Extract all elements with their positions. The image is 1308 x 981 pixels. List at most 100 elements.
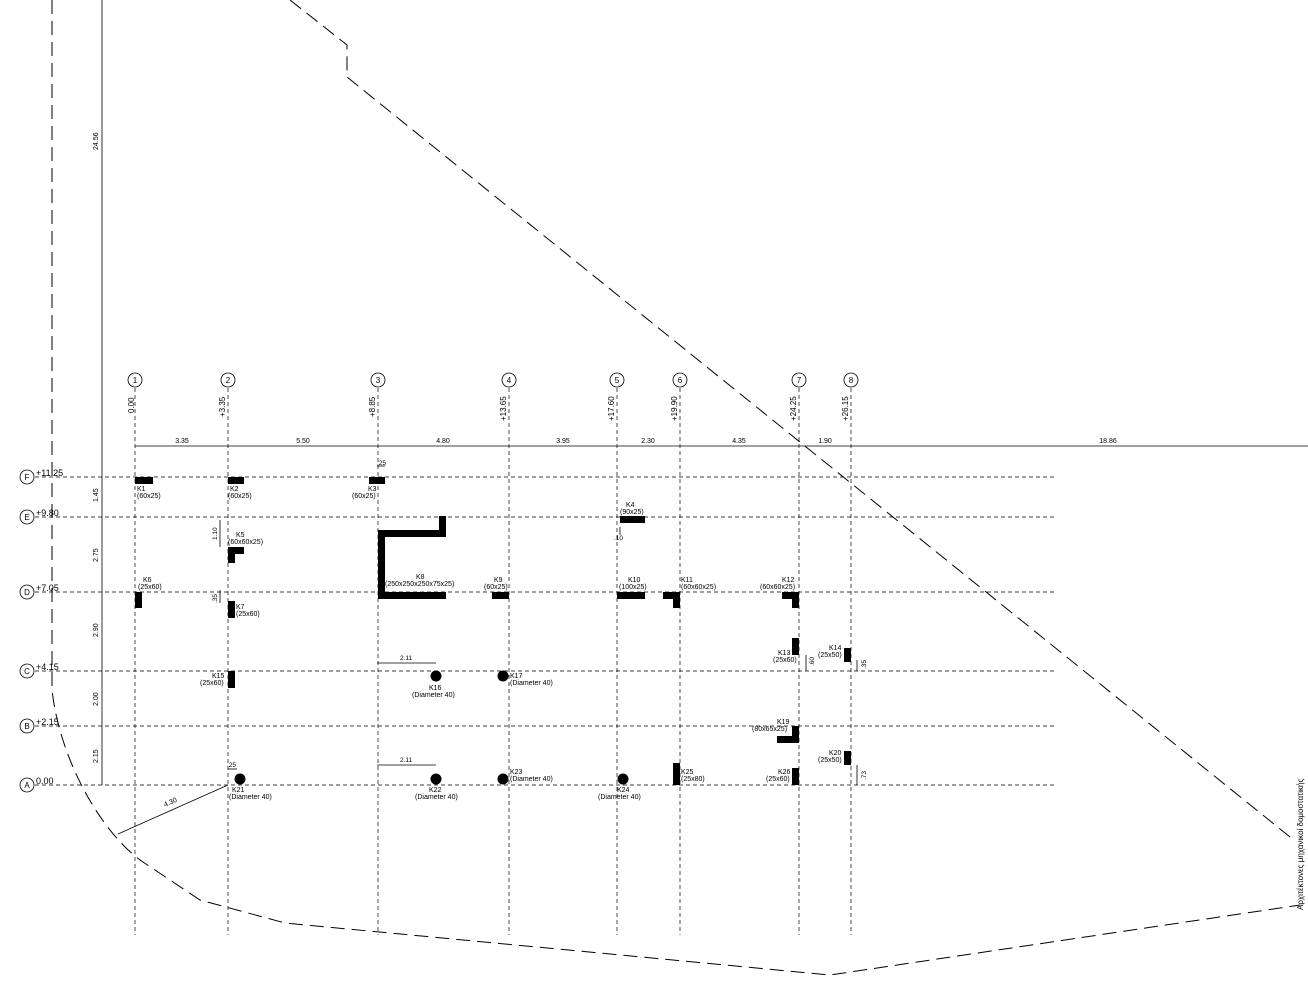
dim-k21: .25 xyxy=(227,762,236,769)
dim-k7: .35 xyxy=(212,594,219,603)
column-k16-name: K16 xyxy=(429,685,442,692)
column-k22-name: K22 xyxy=(429,787,442,794)
axis-level-B: +2.15 xyxy=(36,717,59,727)
axis-level-3: +8.85 xyxy=(368,396,377,417)
column-k25-name: K25 xyxy=(681,769,694,776)
column-k12-name: K12 xyxy=(782,577,795,584)
column-k8 xyxy=(378,516,446,599)
column-k10-size: (100x25) xyxy=(619,584,647,591)
overall-dimension: 24.56 xyxy=(93,0,103,785)
column-k8-size: (250x250x250x75x25) xyxy=(385,581,454,588)
dim-k14: .35 xyxy=(861,660,868,669)
column-k23-size: (Diameter 40) xyxy=(510,776,553,783)
side-note: Αρχιτέκτονες μηχανικοί δομοστατικής xyxy=(1296,779,1305,910)
axis-level-E: +9.80 xyxy=(36,508,59,518)
dim-4-5: 3.95 xyxy=(556,438,570,445)
axis-bubble-8: 8 xyxy=(849,376,854,385)
column-k22 xyxy=(430,773,442,785)
column-k7-name: K7 xyxy=(236,604,245,611)
vertical-axis-markers: 1 0.00 2 +3.35 3 +8.85 4 +13.65 5 +17.60… xyxy=(127,372,859,421)
column-k3 xyxy=(369,477,385,484)
axis-level-7: +24.25 xyxy=(789,396,798,421)
column-k3-size: (60x25) xyxy=(352,493,376,500)
column-k9-size: (60x25) xyxy=(484,584,508,591)
dim-k16: 2.11 xyxy=(400,655,413,662)
column-k14 xyxy=(844,648,851,662)
axis-bubble-7: 7 xyxy=(797,376,802,385)
axis-level-8: +26.15 xyxy=(841,396,850,421)
column-k17 xyxy=(497,670,509,682)
axis-bubble-1: 1 xyxy=(133,376,138,385)
column-k16 xyxy=(430,670,442,682)
dim-E-D: 2.75 xyxy=(93,548,100,562)
column-k19-name: K19 xyxy=(777,719,790,726)
column-k20-name: K20 xyxy=(829,750,842,757)
column-k13-size: (25x60) xyxy=(773,657,797,664)
axis-level-F: +11.25 xyxy=(36,468,63,478)
dim-6-7: 4.35 xyxy=(732,438,746,445)
column-k9 xyxy=(492,592,509,599)
column-k4 xyxy=(620,516,645,523)
axis-bubble-C: C xyxy=(24,667,30,676)
column-k8-name: K8 xyxy=(416,574,425,581)
column-k4-name: K4 xyxy=(626,502,635,509)
dim-k20: .73 xyxy=(861,771,868,780)
dim-k3: .25 xyxy=(377,460,386,467)
column-k2-size: (60x25) xyxy=(228,493,252,500)
axis-level-6: +19.90 xyxy=(670,396,679,421)
column-k7-size: (25x60) xyxy=(236,611,260,618)
dim-B-A: 2.15 xyxy=(93,749,100,763)
dim-1-2: 3.35 xyxy=(175,438,189,445)
axis-level-2: +3.35 xyxy=(218,396,227,417)
axis-bubble-F: F xyxy=(25,473,30,482)
column-k13-name: K13 xyxy=(778,650,791,657)
dim-D-C: 2.90 xyxy=(93,623,100,637)
axis-bubble-2: 2 xyxy=(226,376,231,385)
column-k17-size: (Diameter 40) xyxy=(510,680,553,687)
axis-bubble-4: 4 xyxy=(507,376,512,385)
column-k20 xyxy=(844,751,851,765)
column-k19-size: (80x65x25) xyxy=(752,726,787,733)
column-k25 xyxy=(673,763,680,785)
column-k21-size: (Diameter 40) xyxy=(229,794,272,801)
column-k11-size: (60x60x25) xyxy=(681,584,716,591)
column-k26 xyxy=(792,768,799,785)
column-k19 xyxy=(777,726,799,743)
dim-corner: 4.30 xyxy=(163,797,178,809)
dim-k4: .10 xyxy=(614,535,623,542)
column-k1 xyxy=(135,477,153,484)
column-k6 xyxy=(135,592,142,608)
axis-bubble-6: 6 xyxy=(678,376,683,385)
axis-level-A: 0.00 xyxy=(36,776,54,786)
column-k2 xyxy=(228,477,244,484)
axis-level-C: +4.15 xyxy=(36,662,59,672)
column-k20-size: (25x50) xyxy=(818,757,842,764)
column-k6-size: (25x60) xyxy=(138,584,162,591)
column-k5-name: K5 xyxy=(236,532,245,539)
local-dimensions: .25 1.10 .10 .35 2.11 2.11 .60 .35 .25 .… xyxy=(117,460,868,835)
column-k16-size: (Diameter 40) xyxy=(412,692,455,699)
plot-boundary xyxy=(51,0,1301,976)
dim-F-E: 1.45 xyxy=(93,488,100,502)
axis-bubble-3: 3 xyxy=(376,376,381,385)
axis-bubble-D: D xyxy=(24,588,30,597)
column-k4-size: (90x25) xyxy=(620,509,644,516)
column-k12-size: (60x60x25) xyxy=(760,584,795,591)
dim-overall-height: 24.56 xyxy=(93,132,100,150)
column-k24 xyxy=(617,773,629,785)
vertical-grid xyxy=(134,388,852,935)
axis-bubble-E: E xyxy=(24,513,29,522)
column-k10-name: K10 xyxy=(628,577,641,584)
dim-C-B: 2.00 xyxy=(93,692,100,706)
column-k26-name: K26 xyxy=(778,769,791,776)
column-k21 xyxy=(234,773,246,785)
column-k14-name: K14 xyxy=(829,645,842,652)
column-k3-name: K3 xyxy=(368,486,377,493)
column-k6-name: K6 xyxy=(143,577,152,584)
top-dimension-chain: 3.35 5.50 4.80 3.95 2.30 4.35 1.90 18.86 xyxy=(135,438,1308,447)
axis-level-5: +17.60 xyxy=(607,396,616,421)
column-k5-size: (60x60x25) xyxy=(228,539,263,546)
axis-level-1: 0.00 xyxy=(127,397,136,413)
dim-k13: .60 xyxy=(809,657,816,666)
